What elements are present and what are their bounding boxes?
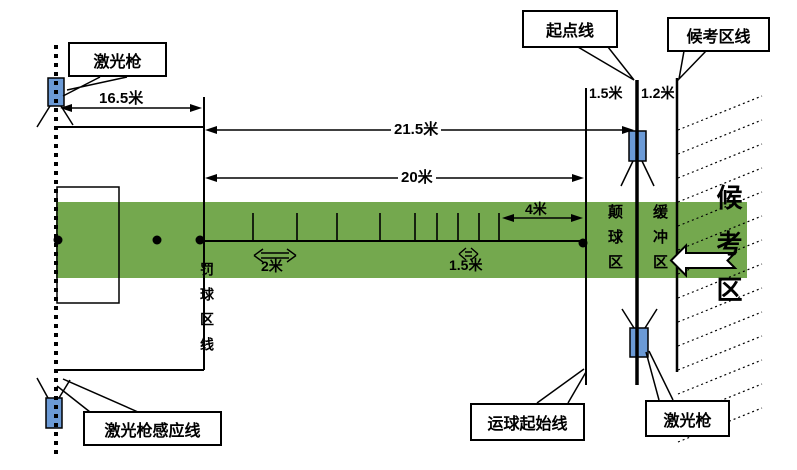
- course-dots: [53, 235, 588, 248]
- dimension-arrow-16-5m: [60, 104, 202, 112]
- gap-label-1-5m: 1.5米: [589, 85, 623, 101]
- waiting-zone-label: 候考区: [713, 184, 743, 322]
- double-arrow-1-5m: [458, 247, 479, 261]
- dim-label-21-5m: 21.5米: [391, 122, 442, 138]
- course-dot: [152, 235, 162, 245]
- pointer-waiting-area-callout: [677, 50, 708, 82]
- penalty-area-rect: [57, 97, 205, 371]
- dim-label-1-5m: 1.5米: [449, 257, 483, 273]
- dim-label-4m: 4米: [525, 201, 547, 217]
- leader-laser-gun-bottom: [645, 350, 674, 401]
- dimension-arrow-4m: [502, 214, 583, 222]
- course-tick-marks: [252, 213, 500, 241]
- leader-laser-gun-top: [62, 76, 128, 97]
- dim-label-20m: 20米: [398, 170, 436, 186]
- gap-label-1-2m: 1.2米: [641, 85, 675, 101]
- callout-leader-lines: [56, 76, 674, 413]
- ball-control-zone-label: 颠球区: [606, 204, 623, 279]
- buffer-zone-label: 缓冲区: [651, 204, 668, 279]
- laser-gun-icon-bottom-left: [36, 377, 71, 429]
- penalty-area-line-label: 罚球区线: [199, 262, 215, 362]
- dim-label-16-5m: 16.5米: [96, 91, 147, 107]
- course-dot: [195, 235, 205, 245]
- callout-dribble-start-line: 运球起始线: [470, 403, 585, 441]
- dim-label-2m: 2米: [261, 258, 283, 274]
- left-block-arrow-icon: [669, 243, 738, 278]
- dimension-arrow-20m: [205, 174, 584, 182]
- callout-laser-gun-top: 激光枪: [68, 42, 167, 77]
- callout-waiting-area-line: 候考区线: [667, 17, 770, 52]
- leader-laser-sensor-line: [56, 378, 139, 413]
- pointer-start-line-callout: [575, 46, 635, 81]
- double-arrow-2m: [253, 248, 297, 263]
- callout-laser-sensor-line: 激光枪感应线: [83, 411, 222, 446]
- callout-laser-gun-bottom: 激光枪: [645, 400, 730, 437]
- leader-dribble-start-line: [536, 368, 587, 404]
- laser-gun-icon-bottom-right: [621, 308, 658, 358]
- callout-start-line: 起点线: [522, 10, 618, 48]
